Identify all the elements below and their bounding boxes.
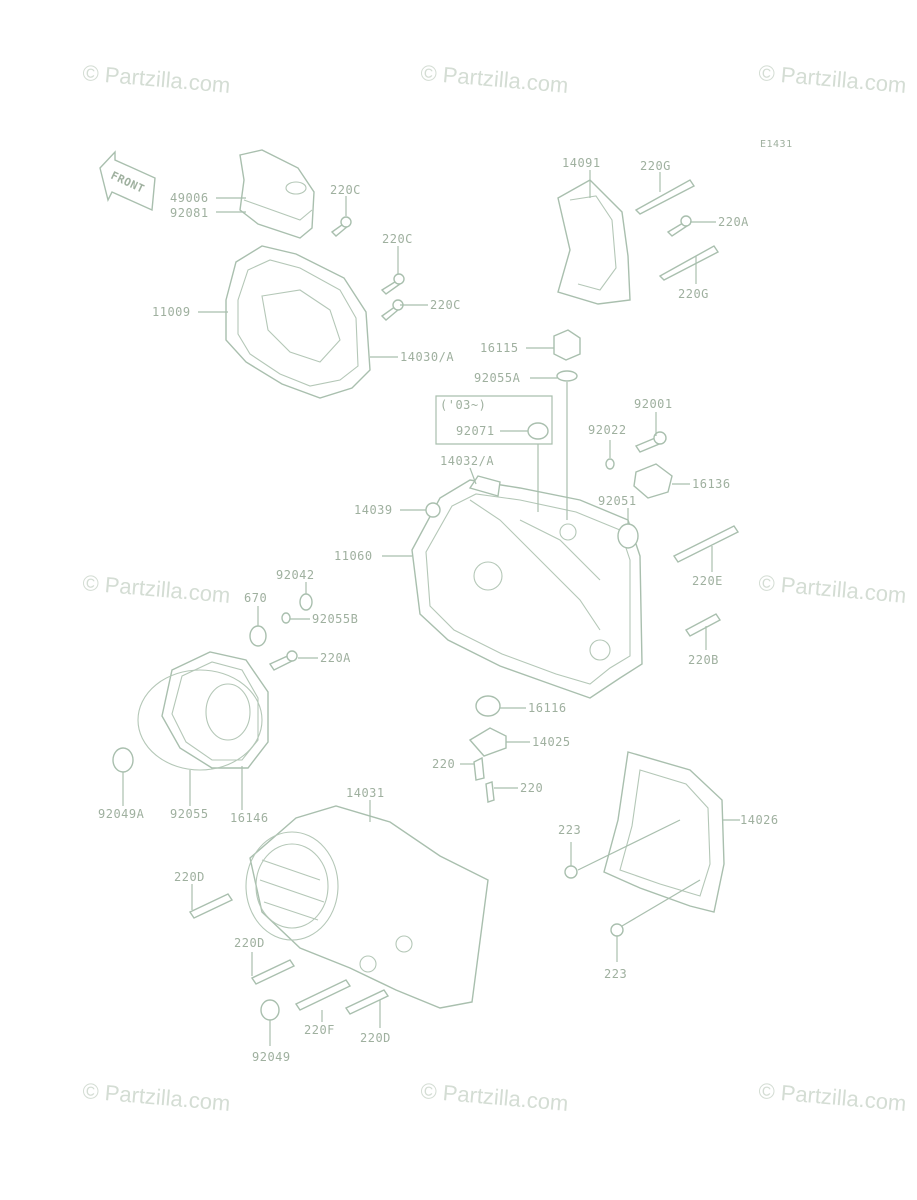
- part-label: 16116: [528, 701, 567, 715]
- part-label: 92055A: [474, 371, 521, 385]
- cover-11009: [225, 149, 371, 399]
- bolts-top: [330, 216, 405, 321]
- part-label: 92049: [252, 1050, 291, 1064]
- part-label: 92055: [170, 807, 209, 821]
- part-label: 220D: [234, 936, 265, 950]
- part-label: 92001: [634, 397, 673, 411]
- part-label: 16136: [692, 477, 731, 491]
- watermark: © Partzilla.com: [82, 1078, 232, 1116]
- part-label: 220B: [688, 653, 719, 667]
- part-label: 14030/A: [400, 350, 454, 364]
- part-label: 16146: [230, 811, 269, 825]
- cover-14091: [557, 179, 720, 305]
- cover-14026: [564, 751, 725, 937]
- watermark: © Partzilla.com: [758, 570, 908, 608]
- part-label: 16115: [480, 341, 519, 355]
- part-label: 220E: [692, 574, 723, 588]
- part-label: 220F: [304, 1023, 335, 1037]
- watermark: © Partzilla.com: [758, 60, 908, 98]
- part-label: 223: [558, 823, 581, 837]
- part-label: 223: [604, 967, 627, 981]
- part-label: 220: [520, 781, 543, 795]
- watermark: © Partzilla.com: [758, 1078, 908, 1116]
- oil-filler: [527, 329, 581, 440]
- part-label: 14031: [346, 786, 385, 800]
- part-label: 92042: [276, 568, 315, 582]
- part-label: 14091: [562, 156, 601, 170]
- part-label: 92051: [598, 494, 637, 508]
- part-label: 220C: [430, 298, 461, 312]
- crankcase-cover: [411, 475, 643, 699]
- mid-small-parts: [468, 695, 507, 803]
- part-labels: 49006 92081 220C 220C 220C 11009 14030/A…: [98, 156, 779, 1064]
- watermark: © Partzilla.com: [82, 570, 232, 608]
- part-label: 220: [432, 757, 455, 771]
- right-small-parts: [605, 431, 740, 637]
- part-label: 670: [244, 591, 267, 605]
- part-label: 220G: [678, 287, 709, 301]
- part-label: 220G: [640, 159, 671, 173]
- part-label: 14039: [354, 503, 393, 517]
- watermark: © Partzilla.com: [420, 60, 570, 98]
- part-label: 49006: [170, 191, 209, 205]
- watermark: © Partzilla.com: [82, 60, 232, 98]
- part-label: 220C: [382, 232, 413, 246]
- part-label: 92071: [456, 424, 495, 438]
- part-label: 11060: [334, 549, 373, 563]
- watermark: © Partzilla.com: [420, 1078, 570, 1116]
- part-label: 92081: [170, 206, 209, 220]
- diagram-code: E1431: [760, 139, 793, 150]
- part-label: 220C: [330, 183, 361, 197]
- part-label: 220A: [718, 215, 749, 229]
- cover-16146: [112, 593, 313, 773]
- part-label: 11009: [152, 305, 191, 319]
- part-label: 14032/A: [440, 454, 494, 468]
- part-label: 14025: [532, 735, 571, 749]
- year-note: ('03~): [440, 398, 486, 412]
- part-label: 14026: [740, 813, 779, 827]
- part-label: 220D: [174, 870, 205, 884]
- part-label: 92049A: [98, 807, 145, 821]
- leader-lines: [122, 170, 740, 1046]
- part-label: 92055B: [312, 612, 358, 626]
- front-arrow-icon: FRONT: [99, 150, 156, 212]
- part-label: 220D: [360, 1031, 391, 1045]
- part-label: 92022: [588, 423, 627, 437]
- part-label: 220A: [320, 651, 351, 665]
- cover-14031: [188, 805, 489, 1021]
